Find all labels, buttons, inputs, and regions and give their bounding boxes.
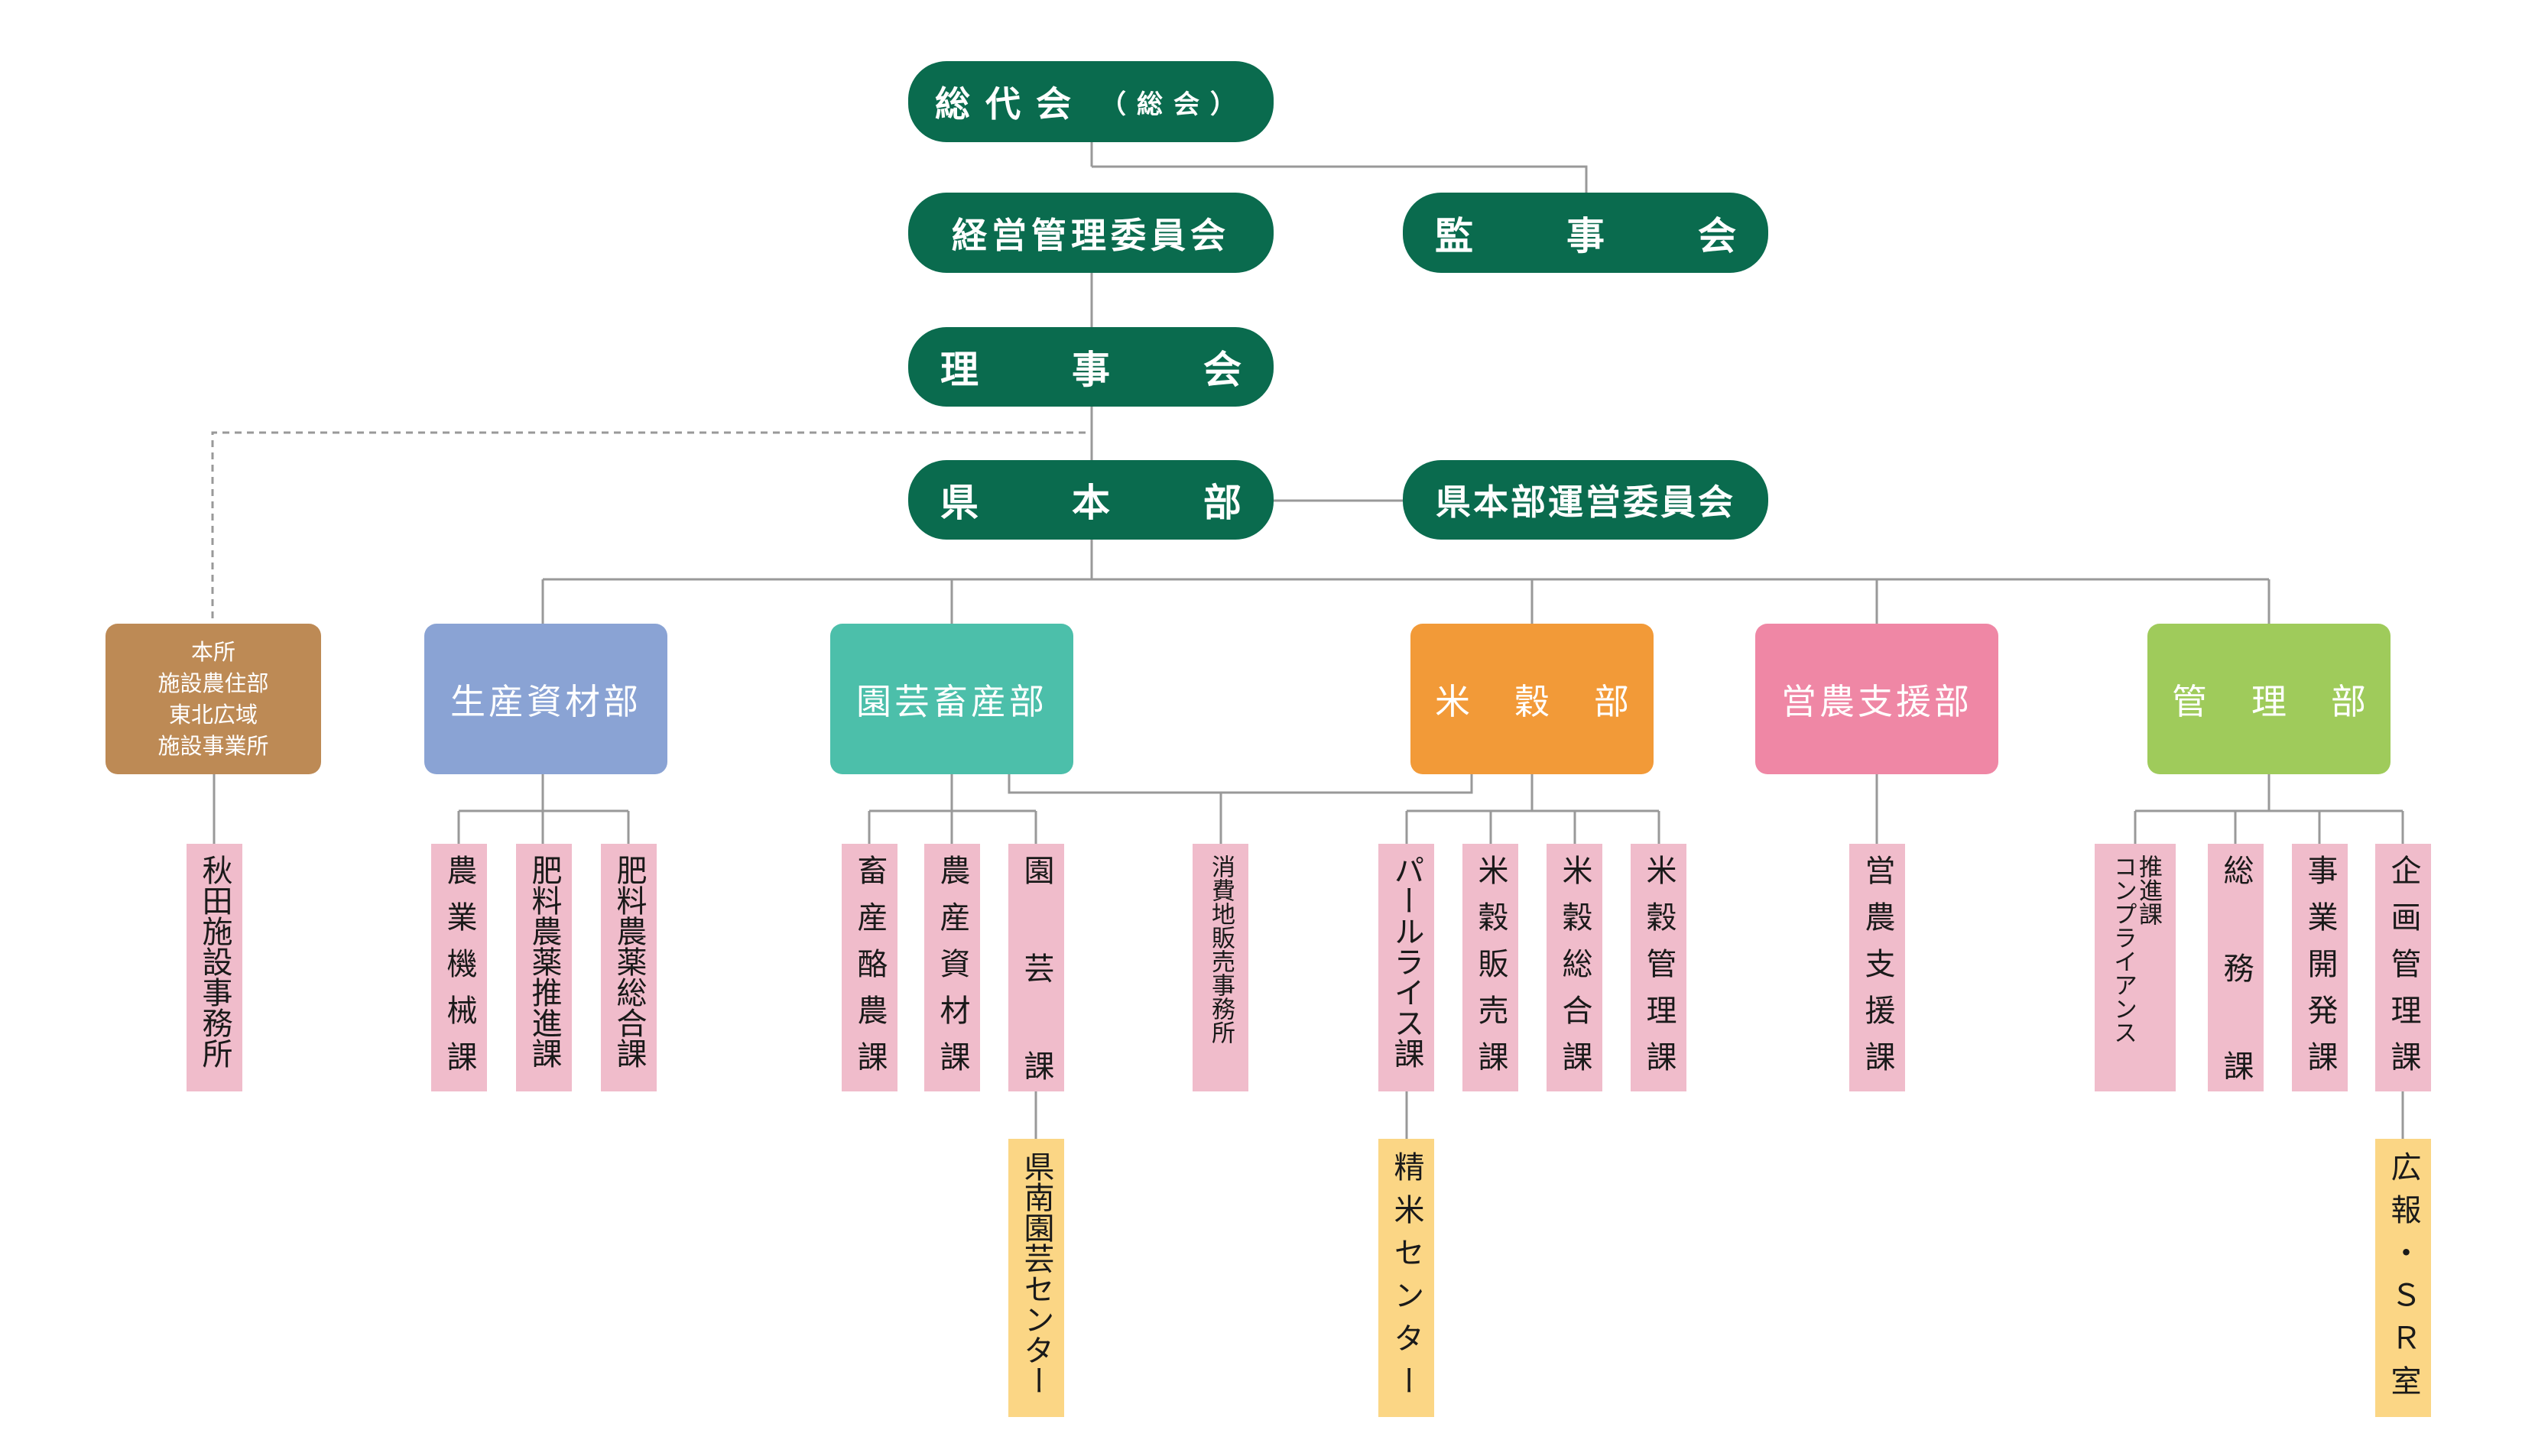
kikaku-kanri-label: 企画管理課 <box>2385 854 2421 1088</box>
nousan-shizai-label: 農産資材課 <box>934 854 970 1088</box>
soudaikai-box: 総代会 （総会） <box>908 61 1274 142</box>
shouhichi-hanbai-section: 消費地販売事務所 <box>1193 844 1248 1091</box>
kanjikai-char-2: 事 <box>1566 213 1605 258</box>
jigyou-kaihatsu-section: 事業開発課 <box>2292 844 2348 1091</box>
kenhonbu-unei-iinkai-label: 県本部運営委員会 <box>1436 482 1735 523</box>
compliance-label-line-2: 推進課 <box>2134 854 2162 926</box>
soumu-char-1: 総 <box>2218 854 2254 885</box>
nousan-shizai-section: 農産資材課 <box>924 844 980 1091</box>
soudaikai-sub-label: （総会） <box>1100 89 1247 120</box>
einou-shien-label: 営農支援部 <box>1781 680 1972 722</box>
kennan-engei-center-label: 県南園芸センター <box>1018 1151 1054 1396</box>
keiei-kanri-iinkai-box: 経営管理委員会 <box>908 193 1274 273</box>
hiryo-nouyaku-sougou-section: 肥料農薬総合課 <box>601 844 657 1091</box>
pearl-rice-label: パールライス課 <box>1388 854 1424 1068</box>
kenhonbu-char-1: 県 <box>940 481 979 525</box>
rijikai-box: 理 事 会 <box>908 327 1274 407</box>
nougyo-kikai-label: 農業機械課 <box>441 854 477 1088</box>
engei-chikusan-label: 園芸畜産部 <box>856 680 1047 722</box>
hiryo-nouyaku-suishin-section: 肥料農薬推進課 <box>516 844 572 1091</box>
rijikai-char-3: 会 <box>1203 348 1242 392</box>
seimai-center-box: 精米センター <box>1378 1139 1434 1417</box>
soumu-char-3: 課 <box>2218 1050 2254 1081</box>
beikoku-char-3: 部 <box>1594 680 1629 722</box>
chikusan-rakunou-label: 畜産酪農課 <box>852 854 888 1088</box>
compliance-suishin-section: コンプライアンス 推進課 <box>2095 844 2176 1091</box>
rijikai-char-2: 事 <box>1072 348 1110 392</box>
compliance-label-line-1: コンプライアンス <box>2109 854 2137 1044</box>
hiryo-nouyaku-sougou-label: 肥料農薬総合課 <box>611 854 647 1068</box>
pearl-rice-section: パールライス課 <box>1378 844 1434 1091</box>
kenhonbu-unei-iinkai-box: 県本部運営委員会 <box>1403 460 1768 540</box>
rijikai-char-1: 理 <box>940 348 979 392</box>
kennan-engei-center-box: 県南園芸センター <box>1008 1139 1064 1417</box>
einou-shien-section: 営農支援課 <box>1849 844 1905 1091</box>
engei-char-1: 園 <box>1018 854 1054 885</box>
soumu-char-2: 務 <box>2218 952 2254 983</box>
beikoku-char-1: 米 <box>1435 680 1470 722</box>
keiei-kanri-iinkai-label: 経営管理委員会 <box>952 214 1230 256</box>
seimai-center-label: 精米センター <box>1388 1151 1424 1408</box>
jigyou-kaihatsu-label: 事業開発課 <box>2302 854 2338 1088</box>
beikoku-kanri-label: 米穀管理課 <box>1641 854 1676 1088</box>
beikoku-hanbai-label: 米穀販売課 <box>1472 854 1508 1088</box>
kenhonbu-char-2: 本 <box>1072 481 1110 525</box>
kouhou-sr-label: 広報・ＳＲ室 <box>2385 1151 2421 1408</box>
soumu-section: 総 務 課 <box>2208 844 2264 1091</box>
beikoku-kanri-section: 米穀管理課 <box>1631 844 1686 1091</box>
soudaikai-label: 総代会 <box>935 83 1086 125</box>
beikoku-dept-box: 米 穀 部 <box>1410 624 1654 774</box>
kenhonbu-char-3: 部 <box>1203 481 1242 525</box>
beikoku-char-2: 穀 <box>1514 680 1550 722</box>
seisan-shizai-label: 生産資材部 <box>450 680 641 722</box>
chikusan-rakunou-section: 畜産酪農課 <box>842 844 897 1091</box>
hiryo-nouyaku-suishin-label: 肥料農薬推進課 <box>526 854 562 1068</box>
beikoku-sougou-section: 米穀総合課 <box>1547 844 1602 1091</box>
kanjikai-char-1: 監 <box>1435 213 1473 258</box>
kouhou-sr-box: 広報・ＳＲ室 <box>2375 1139 2431 1417</box>
seisan-shizai-dept-box: 生産資材部 <box>424 624 667 774</box>
kikaku-kanri-section: 企画管理課 <box>2375 844 2431 1091</box>
kenhonbu-box: 県 本 部 <box>908 460 1274 540</box>
akita-shisetsu-section: 秋田施設事務所 <box>187 844 242 1091</box>
kanri-char-3: 部 <box>2331 680 2366 722</box>
honsho-line-4: 施設事業所 <box>157 732 269 759</box>
kanjikai-char-3: 会 <box>1698 213 1736 258</box>
nougyo-kikai-section: 農業機械課 <box>431 844 487 1091</box>
kanri-dept-box: 管 理 部 <box>2147 624 2391 774</box>
honsho-line-2: 施設農住部 <box>157 670 269 696</box>
honsho-dept-box: 本所 施設農住部 東北広域 施設事業所 <box>105 624 321 774</box>
shouhichi-hanbai-label: 消費地販売事務所 <box>1207 854 1235 1044</box>
beikoku-sougou-label: 米穀総合課 <box>1556 854 1592 1088</box>
engei-section: 園 芸 課 <box>1008 844 1064 1091</box>
engei-char-3: 課 <box>1018 1050 1054 1081</box>
honsho-line-3: 東北広域 <box>168 701 258 728</box>
kanjikai-box: 監 事 会 <box>1403 193 1768 273</box>
engei-char-2: 芸 <box>1018 952 1054 983</box>
einou-shien-dept-box: 営農支援部 <box>1755 624 1998 774</box>
honsho-line-1: 本所 <box>190 638 235 665</box>
kanri-char-1: 管 <box>2172 680 2207 722</box>
einou-shien-section-label: 営農支援課 <box>1859 854 1895 1088</box>
engei-chikusan-dept-box: 園芸畜産部 <box>830 624 1073 774</box>
akita-shisetsu-label: 秋田施設事務所 <box>196 854 232 1068</box>
beikoku-hanbai-section: 米穀販売課 <box>1462 844 1518 1091</box>
kanri-char-2: 理 <box>2251 680 2287 722</box>
